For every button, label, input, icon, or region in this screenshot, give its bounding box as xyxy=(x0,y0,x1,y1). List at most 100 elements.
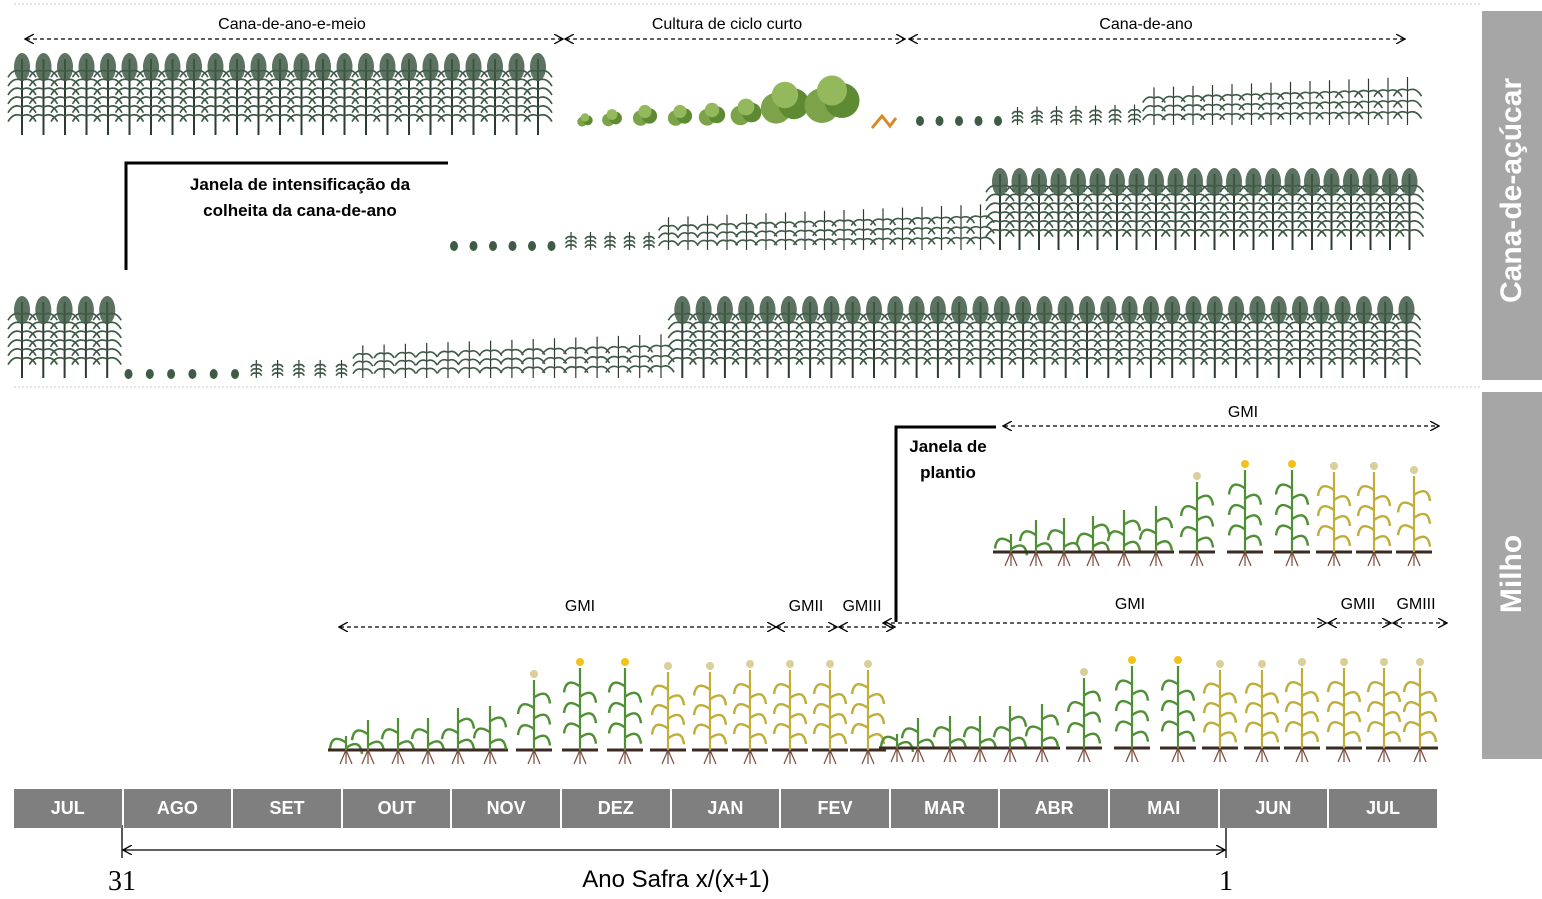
corn-plant xyxy=(1114,656,1150,763)
cane-plant xyxy=(231,369,239,379)
label-gmi-first: GMI xyxy=(561,598,599,616)
cane-plant xyxy=(1180,168,1210,250)
corn-sidebar: Milho xyxy=(1482,392,1542,759)
corn-plant xyxy=(900,718,936,763)
cane-plant xyxy=(450,241,458,251)
cane-plant xyxy=(394,53,424,135)
label-gmii-first: GMII xyxy=(785,598,827,616)
cane-plant xyxy=(795,296,825,378)
cane-plant xyxy=(623,232,636,250)
short-cycle-plant xyxy=(602,109,622,127)
cane-plant xyxy=(1199,85,1226,125)
corn-plant xyxy=(410,718,446,765)
cane-plant xyxy=(1008,296,1038,378)
cane-plant xyxy=(1141,168,1171,250)
harvest-year-label: Ano Safra x/(x+1) xyxy=(582,866,770,893)
cane-plant xyxy=(1157,296,1187,378)
corn-plant xyxy=(607,658,643,765)
cane-plant xyxy=(372,53,403,135)
cane-plant xyxy=(480,53,510,135)
cane-plant xyxy=(1306,296,1336,378)
cane-plant xyxy=(955,116,963,126)
cane-plant xyxy=(1297,168,1327,250)
cane-plant xyxy=(773,212,798,250)
month-cell-10: MAI xyxy=(1110,789,1218,828)
cane-plant xyxy=(1142,87,1166,125)
cane-plant xyxy=(985,168,1015,250)
cane-plant xyxy=(1102,168,1132,250)
corn-plant xyxy=(1244,660,1280,763)
cane-plant xyxy=(508,241,517,251)
cane-plant xyxy=(329,53,360,135)
cane-plant xyxy=(200,53,231,135)
cane-plant xyxy=(1316,168,1347,250)
cane-plant xyxy=(859,296,889,378)
short-cycle-plant xyxy=(667,104,693,126)
short-cycle-plant xyxy=(632,104,658,126)
cane-plant xyxy=(489,241,497,251)
planting-window-line2: plantio xyxy=(920,463,976,482)
short-cycle-plant xyxy=(577,113,593,127)
cane-plant xyxy=(1285,296,1315,378)
cane-plant xyxy=(792,211,818,250)
cane-plant xyxy=(1392,77,1423,125)
corn-plant xyxy=(1138,506,1174,567)
harvested-residue xyxy=(870,113,898,129)
short-cycle-plant xyxy=(698,102,726,126)
cane-plant xyxy=(271,360,284,378)
cane-plant xyxy=(523,53,553,135)
month-cell-8: MAR xyxy=(890,789,999,828)
cane-plant xyxy=(437,53,467,135)
cane-plant xyxy=(188,369,197,379)
sugarcane-sidebar-label: Cana-de-açúcar xyxy=(1495,77,1528,303)
cane-plant xyxy=(145,369,154,379)
cane-plant xyxy=(944,296,974,378)
cane-plant xyxy=(1349,296,1379,378)
corn-plant xyxy=(812,660,848,765)
cane-plant xyxy=(92,296,122,378)
corn-sidebar-label: Milho xyxy=(1495,534,1528,614)
cane-plant xyxy=(812,210,837,250)
cane-plant xyxy=(167,369,176,379)
cane-plant xyxy=(1373,77,1403,125)
cane-plant xyxy=(1277,168,1308,250)
month-cell-0: JUL xyxy=(14,789,122,828)
cane-plant xyxy=(1121,168,1152,250)
cane-plant xyxy=(1334,79,1364,125)
cane-plant xyxy=(1011,107,1024,125)
corn-plant xyxy=(1356,462,1392,567)
month-cell-4: NOV xyxy=(452,789,560,828)
cane-plant xyxy=(987,296,1017,378)
cane-plant xyxy=(351,53,381,135)
label-gmiii-second: GMIII xyxy=(1393,596,1439,614)
cane-plant xyxy=(1108,105,1122,125)
harvest-window-line1: Janela de intensificação da xyxy=(189,175,411,194)
short-cycle-plant xyxy=(760,81,810,124)
cane-plant xyxy=(1221,296,1251,378)
cane-plant xyxy=(71,53,102,135)
cane-plant xyxy=(667,296,697,378)
cane-plant xyxy=(1114,296,1145,378)
corn-plant xyxy=(1106,510,1142,567)
cane-plant xyxy=(1050,106,1063,125)
cane-plant xyxy=(935,116,944,126)
cane-plant xyxy=(994,116,1002,126)
cane-plant xyxy=(1375,168,1405,250)
label-gmi-second: GMI xyxy=(1111,596,1149,614)
cane-plant xyxy=(457,341,481,378)
cane-plant xyxy=(458,53,489,135)
corn-plant xyxy=(562,658,598,765)
cane-plant xyxy=(1238,168,1269,250)
harvest-year-end-day: 1 xyxy=(1219,866,1233,897)
cane-plant xyxy=(1043,168,1074,250)
cane-plant xyxy=(547,241,556,251)
cane-plant xyxy=(179,53,209,135)
cane-plant xyxy=(1257,82,1285,125)
cane-plant xyxy=(642,232,656,250)
corn-plant xyxy=(380,718,416,765)
corn-plant xyxy=(1227,460,1263,567)
label-gmi-top: GMI xyxy=(1224,404,1262,422)
cane-plant xyxy=(1030,106,1044,125)
